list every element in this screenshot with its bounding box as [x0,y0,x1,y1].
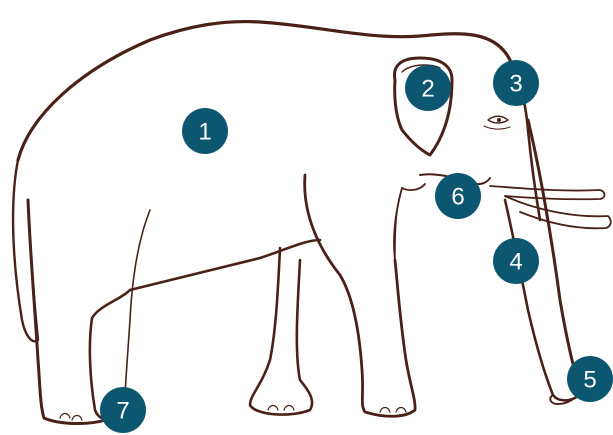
eye-pupil [497,118,501,122]
marker-foot: 7 [100,387,146,433]
front-leg-back [250,248,312,415]
marker-trunk-tip: 5 [567,356,613,402]
front-leg-back-toes [268,406,294,411]
marker-number: 2 [421,76,434,103]
rear-leg-back [28,200,105,424]
belly-outline [130,240,320,290]
marker-mouth: 6 [435,173,481,219]
shoulder-line [395,195,400,260]
marker-body: 1 [182,108,228,154]
trunk-back [505,200,578,400]
marker-number: 1 [198,119,211,146]
marker-number: 3 [509,71,522,98]
tusk-lower [505,196,611,228]
eye-wrinkle [484,126,510,129]
marker-number: 4 [509,249,522,276]
rear-toes [60,414,82,421]
jaw-lower [402,184,425,190]
marker-number: 7 [116,398,129,425]
marker-ear: 2 [405,65,451,111]
front-leg-front-toes [380,408,406,413]
marker-number: 5 [583,367,596,394]
marker-head: 3 [493,60,539,106]
marker-number: 6 [451,184,464,211]
marker-trunk: 4 [493,238,539,284]
rear-thigh [125,210,150,395]
front-leg-front [305,175,415,416]
